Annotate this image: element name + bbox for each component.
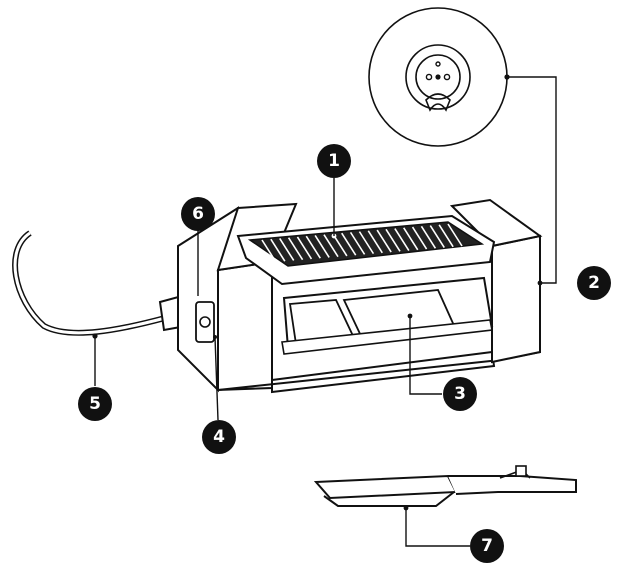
grill-plate [236, 214, 496, 286]
callout-4: 4 [202, 420, 236, 454]
grill-rib [261, 239, 277, 263]
leader-2 [507, 76, 557, 284]
leader-7 [405, 508, 470, 547]
grill-rib [358, 231, 375, 255]
grill-rib [394, 228, 410, 252]
grill-ribs [261, 223, 463, 263]
svg-text:3: 3 [454, 384, 466, 404]
grill-rib [323, 234, 339, 258]
callout-1: 1 [317, 144, 351, 178]
leader-3 [409, 316, 442, 395]
grill-rib [349, 231, 366, 255]
grill-rib [376, 229, 392, 253]
svg-text:6: 6 [192, 204, 204, 224]
callout-3: 3 [443, 377, 477, 411]
svg-text:5: 5 [89, 394, 101, 414]
raclette-trays [281, 276, 494, 355]
grill-rib [411, 226, 428, 250]
grill-rib [341, 232, 357, 256]
grill-rib [270, 238, 286, 262]
grill-rib [385, 228, 401, 252]
grill-rib [447, 223, 463, 247]
svg-text:7: 7 [481, 536, 493, 556]
grill-rib [296, 236, 313, 260]
grill-rib [287, 237, 304, 261]
callout-5: 5 [78, 387, 112, 421]
grill-rib [438, 224, 454, 248]
svg-text:2: 2 [588, 273, 600, 293]
grill-body [177, 198, 543, 394]
svg-text:4: 4 [213, 427, 225, 447]
power-cord [12, 230, 166, 339]
raclette-pan [313, 465, 577, 511]
leader-4 [214, 336, 219, 421]
callout-7: 7 [470, 529, 504, 563]
callout-6: 6 [181, 197, 215, 231]
callout-2: 2 [577, 266, 611, 300]
socket-detail-inset [368, 7, 508, 147]
svg-text:1: 1 [328, 151, 340, 171]
grill-rib [403, 227, 419, 251]
grill-rib [305, 235, 321, 259]
grill-rib [314, 234, 330, 258]
grill-rib [420, 225, 437, 249]
grill-rib [367, 230, 383, 254]
grill-rib [429, 225, 445, 248]
leader-lines [94, 74, 557, 547]
grill-rib [279, 238, 295, 261]
